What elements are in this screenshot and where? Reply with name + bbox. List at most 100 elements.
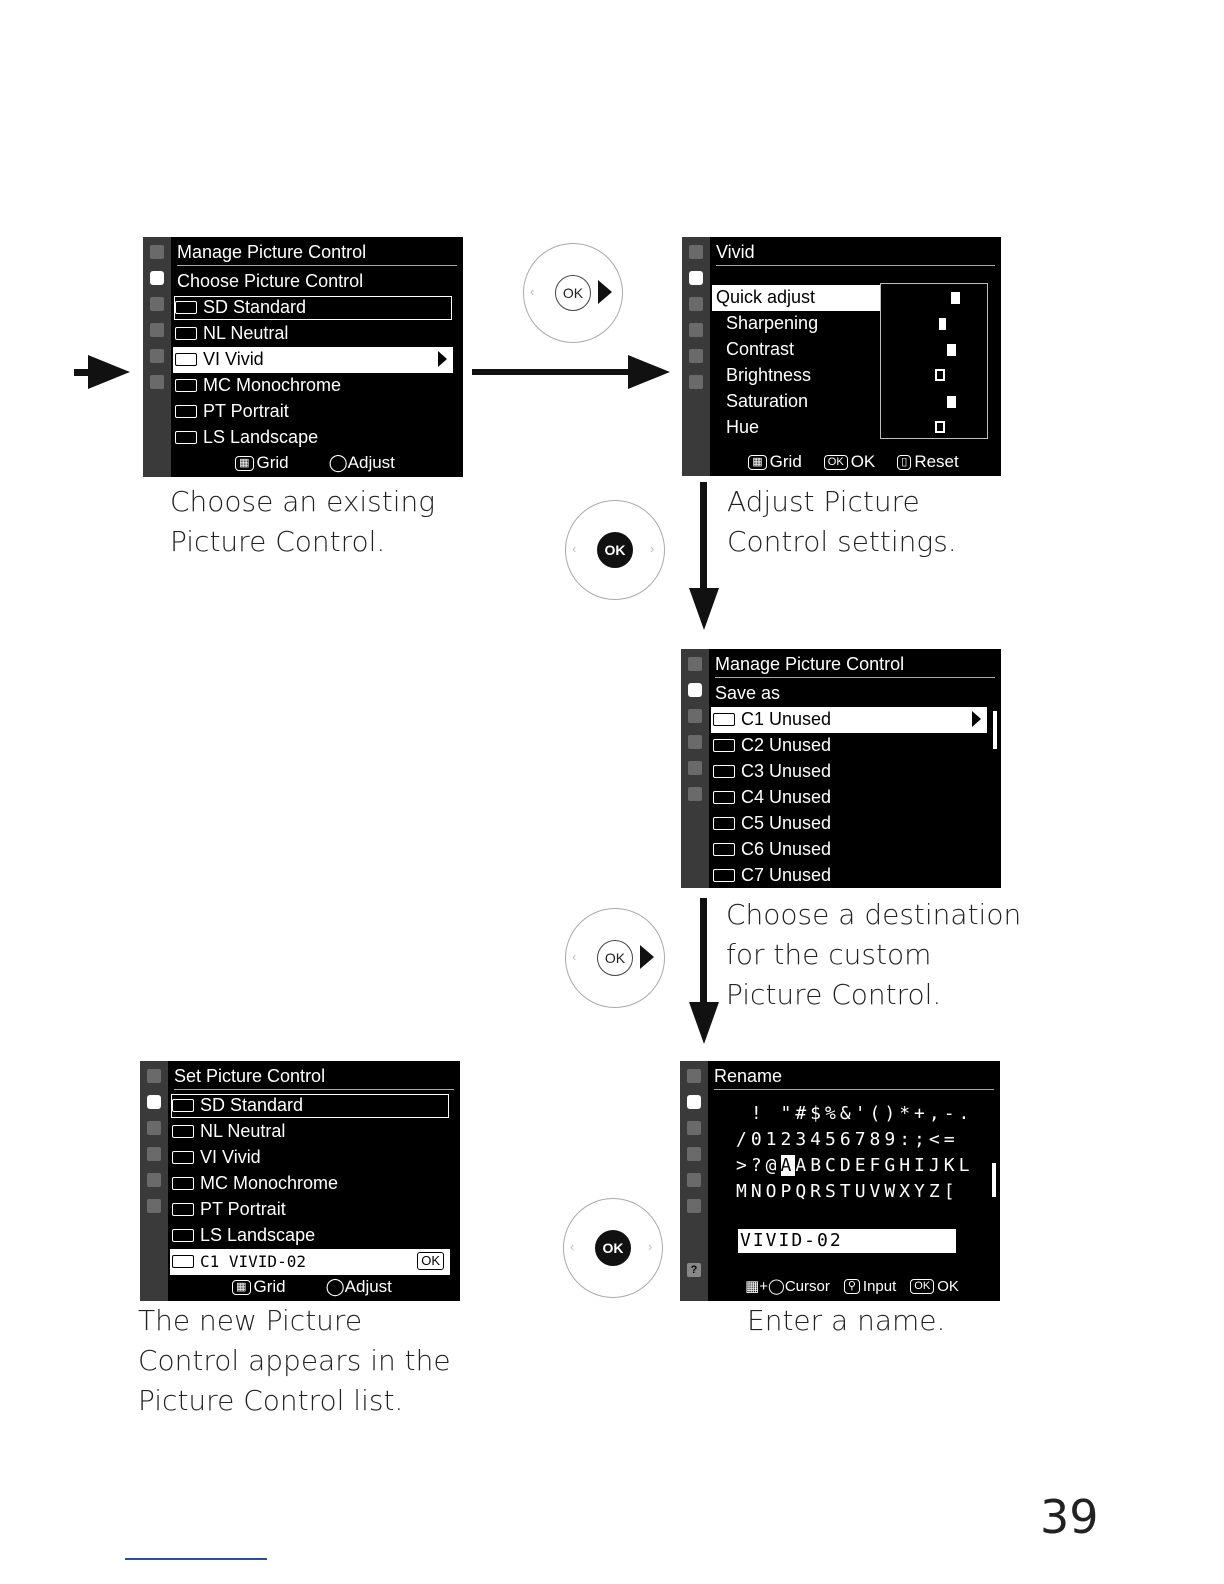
list-item-c4[interactable]: C4 Unused	[711, 785, 987, 811]
name-input-field[interactable]: VIVID-02	[738, 1229, 956, 1253]
picture-control-icon	[713, 713, 735, 726]
scrollbar[interactable]	[992, 1163, 996, 1197]
right-arrow-icon	[438, 351, 447, 367]
setting-brightness[interactable]: Brightness	[726, 365, 812, 385]
list-item-monochrome[interactable]: MC Monochrome	[173, 373, 453, 399]
screen-subtitle: Save as	[715, 683, 781, 703]
screen-title: Vivid	[716, 239, 995, 266]
screen-rename: ? Rename ! "#$%&'()*+,-./0123456789:;<=>…	[680, 1061, 1000, 1301]
right-press-arrow-icon	[598, 280, 612, 304]
keyboard-cursor: A	[780, 1155, 796, 1176]
picture-control-icon	[172, 1255, 194, 1268]
hue-indicator	[935, 421, 945, 433]
list-item-standard[interactable]: SD Standard	[173, 295, 453, 321]
picture-control-icon	[172, 1125, 194, 1138]
list-item-c5[interactable]: C5 Unused	[711, 811, 987, 837]
help-icon[interactable]: ?	[687, 1263, 701, 1277]
left-chevron-icon: ‹	[570, 1239, 575, 1254]
footer-adjust: ◯Adjust	[328, 453, 395, 472]
picture-control-icon	[172, 1229, 194, 1242]
ok-button-icon: OK	[555, 275, 591, 311]
arrow-to-screen4-head	[689, 1002, 719, 1044]
entry-arrow-head	[88, 355, 130, 389]
quick-adjust-indicator	[951, 292, 960, 304]
list-item-vivid[interactable]: VI Vivid	[173, 347, 453, 373]
footer-reset: ▯Reset	[897, 450, 959, 474]
arrow-to-screen4-shaft	[700, 898, 707, 1006]
arrow-to-screen2-head	[628, 355, 670, 389]
settings-values-panel	[880, 283, 988, 439]
selector-icon: ◯	[325, 1277, 345, 1296]
camera-icon	[687, 1095, 701, 1109]
picture-control-icon	[172, 1151, 194, 1164]
ok-button-icon: OK	[597, 532, 633, 568]
picture-control-icon	[713, 843, 735, 856]
left-chevron-icon: ‹	[572, 949, 577, 964]
list-item-c2[interactable]: C2 Unused	[711, 733, 987, 759]
menu-tab-strip	[143, 237, 171, 477]
picture-control-list: SD Standard NL Neutral VI Vivid MC Monoc…	[170, 1093, 450, 1275]
screen-set-picture-control: Set Picture Control SD Standard NL Neutr…	[140, 1061, 460, 1301]
setting-sharpening[interactable]: Sharpening	[726, 313, 819, 333]
menu-tab-strip	[681, 649, 709, 888]
picture-control-icon	[175, 405, 197, 418]
list-item-c6[interactable]: C6 Unused	[711, 837, 987, 863]
caption-choose-destination: Choose a destination for the custom Pict…	[726, 898, 1022, 1011]
keyboard-row-2: /0123456789:;<=	[736, 1129, 959, 1150]
destination-list: C1 Unused C2 Unused C3 Unused C4 Unused …	[711, 707, 987, 888]
screen-title: Manage Picture Control	[177, 239, 457, 266]
selector-icon: ◯	[328, 453, 348, 472]
ok-button-icon: OK	[595, 1230, 631, 1266]
picture-control-icon	[172, 1203, 194, 1216]
arrow-to-screen3-head	[689, 588, 719, 630]
screen-title: Rename	[714, 1063, 994, 1090]
setting-saturation[interactable]: Saturation	[726, 391, 809, 411]
ok-badge: OK	[417, 1252, 444, 1270]
menu-tab-strip: ?	[680, 1061, 708, 1301]
picture-control-icon	[175, 353, 197, 366]
setting-quick-adjust[interactable]: Quick adjust	[712, 285, 881, 311]
list-item-monochrome[interactable]: MC Monochrome	[170, 1171, 450, 1197]
screen-subtitle: Choose Picture Control	[177, 271, 364, 291]
setting-contrast[interactable]: Contrast	[726, 339, 795, 359]
camera-icon	[150, 271, 164, 285]
list-item-c1[interactable]: C1 Unused	[711, 707, 987, 733]
list-item-portrait[interactable]: PT Portrait	[170, 1197, 450, 1223]
picture-control-icon	[713, 739, 735, 752]
zoom-icon: ▦	[748, 455, 767, 470]
ok-key-icon: OK	[823, 455, 848, 470]
picture-control-icon	[172, 1099, 194, 1112]
picture-control-icon	[175, 327, 197, 340]
list-item-standard[interactable]: SD Standard	[170, 1093, 450, 1119]
list-item-vivid[interactable]: VI Vivid	[170, 1145, 450, 1171]
list-item-landscape[interactable]: LS Landscape	[170, 1223, 450, 1249]
setting-hue[interactable]: Hue	[726, 417, 760, 437]
camera-icon	[688, 683, 702, 697]
screen-vivid-adjust: Vivid Quick adjust Sharpening Contrast B…	[682, 237, 1001, 476]
list-item-landscape[interactable]: LS Landscape	[173, 425, 453, 451]
ok-button-icon: OK	[597, 940, 633, 976]
selector-icon: ▦+◯	[745, 1278, 785, 1295]
caption-adjust-settings: Adjust Picture Control settings.	[727, 485, 957, 558]
screen-footer: ▦Grid ◯Adjust	[170, 1275, 454, 1299]
character-keyboard[interactable]: ! "#$%&'()*+,-./0123456789:;<=>?@AABCDEF…	[736, 1101, 973, 1205]
list-item-portrait[interactable]: PT Portrait	[173, 399, 453, 425]
settings-list: Quick adjust Sharpening Contrast Brightn…	[712, 285, 881, 441]
list-item-neutral[interactable]: NL Neutral	[173, 321, 453, 347]
zoom-icon: ⚲	[843, 1279, 860, 1294]
keyboard-row-4: MNOPQRSTUVWXYZ[	[736, 1181, 959, 1202]
list-item-c3[interactable]: C3 Unused	[711, 759, 987, 785]
multi-selector-press-ok-2: OK ‹ ›	[563, 1198, 663, 1298]
list-item-neutral[interactable]: NL Neutral	[170, 1119, 450, 1145]
picture-control-icon	[175, 431, 197, 444]
picture-control-icon	[713, 869, 735, 882]
scrollbar[interactable]	[993, 711, 997, 749]
picture-control-list: SD Standard NL Neutral VI Vivid MC Monoc…	[173, 295, 453, 451]
left-chevron-icon: ‹	[572, 541, 577, 556]
list-item-c7[interactable]: C7 Unused	[711, 863, 987, 888]
arrow-to-screen3-shaft	[700, 482, 707, 592]
